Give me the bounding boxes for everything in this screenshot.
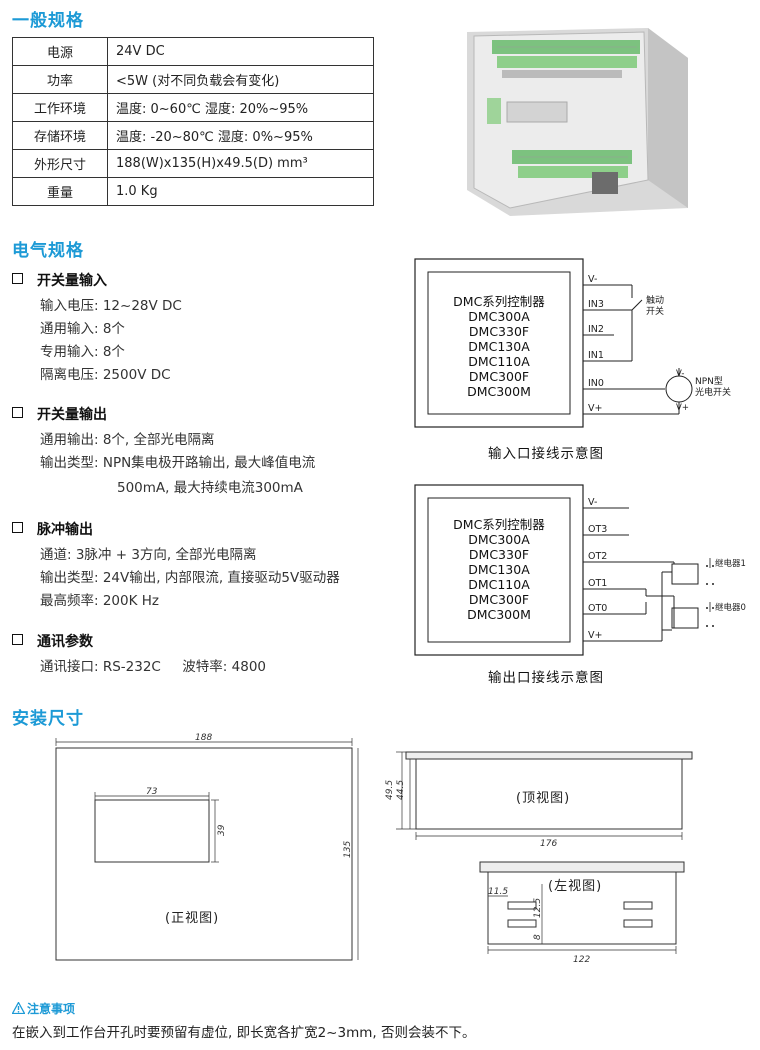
spec-line: 专用输入: 8个: [40, 344, 125, 360]
dim-cutout-width: 73: [146, 787, 158, 797]
pin-label: OT1: [588, 578, 607, 589]
spec-key: 功率: [12, 65, 108, 94]
model-line: DMC330F: [469, 324, 529, 339]
spec-line: 输出类型: 24V输出, 内部限流, 直接驱动5V驱动器: [40, 570, 340, 586]
spec-value: 1.0 Kg: [107, 177, 374, 206]
spec-key: 重量: [12, 177, 108, 206]
install-dim-title: 安装尺寸: [12, 709, 84, 729]
pin-label: OT3: [588, 524, 607, 535]
spec-line: 隔离电压: 2500V DC: [40, 367, 171, 383]
model-line: DMC系列控制器: [453, 517, 545, 532]
model-line: DMC110A: [468, 577, 530, 592]
pin-label: V+: [588, 403, 602, 414]
spec-row: 存储环境温度: -20~80℃ 湿度: 0%~95%: [12, 121, 374, 150]
dim-cutout-height: 39: [217, 824, 227, 836]
model-line: DMC300M: [467, 384, 531, 399]
controller-photo: [467, 28, 688, 216]
input-wiring-diagram: DMC系列控制器 DMC300A DMC330F DMC130A DMC110A…: [414, 258, 731, 428]
output-wiring-diagram: DMC系列控制器 DMC300A DMC330F DMC130A DMC110A…: [414, 484, 746, 656]
model-line: DMC300F: [469, 592, 529, 607]
notice-title: 注意事项: [11, 1000, 75, 1017]
spec-value: 24V DC: [107, 37, 374, 66]
switch-label: 开关: [646, 305, 664, 317]
pin-label: IN0: [588, 378, 604, 389]
spec-key: 存储环境: [12, 121, 108, 150]
dim-left-d3: 8: [533, 934, 543, 940]
electrical-spec-title: 电气规格: [12, 241, 84, 261]
switch-label: 触动: [646, 294, 664, 306]
spec-line: 通用输出: 8个, 全部光电隔离: [40, 432, 215, 448]
left-view-label: (左视图): [548, 879, 602, 894]
model-line: DMC300M: [467, 607, 531, 622]
spec-value: 温度: -20~80℃ 湿度: 0%~95%: [107, 121, 374, 150]
front-view-label: (正视图): [165, 911, 219, 926]
spec-line: 通讯接口: RS-232C 波特率: 4800: [40, 659, 267, 675]
pin-label: V-: [588, 274, 597, 285]
spec-line: 通道: 3脉冲 + 3方向, 全部光电隔离: [40, 547, 257, 563]
spec-key: 电源: [12, 37, 108, 66]
sensor-vminus-label: V-: [676, 369, 684, 379]
model-line: DMC130A: [468, 562, 530, 577]
pin-label: V+: [588, 630, 602, 641]
sensor-vplus-label: V+: [676, 403, 689, 413]
top-view-label: (顶视图): [516, 791, 570, 806]
group-title-pulse-output: 脉冲输出: [12, 519, 93, 539]
spec-line: 输出类型: NPN集电极开路输出, 最大峰值电流: [40, 455, 316, 471]
pin-label: IN3: [588, 299, 604, 310]
pin-label: V-: [588, 497, 597, 508]
dim-front-height: 135: [343, 841, 353, 858]
pin-label: OT2: [588, 551, 607, 562]
spec-line: 输入电压: 12~28V DC: [40, 298, 182, 314]
model-line: DMC110A: [468, 354, 530, 369]
model-line: DMC系列控制器: [453, 294, 545, 309]
dim-left-d1: 11.5: [488, 887, 508, 897]
spec-row: 功率<5W (对不同负载会有变化): [12, 65, 374, 94]
pin-label: IN1: [588, 350, 604, 361]
dim-top-depth2: 44.5: [396, 780, 406, 800]
left-view-drawing: 11.5 12.5 8 122 (左视图): [479, 861, 685, 965]
spec-key: 工作环境: [12, 93, 108, 122]
model-line: DMC330F: [469, 547, 529, 562]
group-title-digital-output: 开关量输出: [12, 404, 107, 424]
input-diagram-caption: 输入口接线示意图: [488, 446, 604, 462]
model-line: DMC300A: [468, 532, 530, 547]
pin-label: OT0: [588, 603, 607, 614]
spec-key: 外形尺寸: [12, 149, 108, 178]
dim-left-width: 122: [573, 955, 590, 965]
model-line: DMC300F: [469, 369, 529, 384]
output-diagram-caption: 输出口接线示意图: [488, 670, 604, 686]
dim-top-depth1: 49.5: [385, 780, 395, 800]
group-title-digital-input: 开关量输入: [12, 270, 107, 290]
notice-text: 在嵌入到工作台开孔时要预留有虚位, 即长宽各扩宽2~3mm, 否则会装不下。: [12, 1025, 476, 1041]
general-spec-title: 一般规格: [12, 11, 84, 31]
top-view-drawing: 49.5 44.5 176 (顶视图): [385, 751, 693, 848]
warning-icon: [11, 1001, 26, 1015]
dim-left-d2: 12.5: [533, 898, 543, 918]
relay0-label: 继电器0: [715, 602, 746, 613]
pin-label: IN2: [588, 324, 604, 335]
spec-value: 188(W)x135(H)x49.5(D) mm³: [107, 149, 374, 178]
sensor-label: NPN型: [695, 376, 723, 387]
spec-line: 通用输入: 8个: [40, 321, 125, 337]
spec-row: 工作环境温度: 0~60℃ 湿度: 20%~95%: [12, 93, 374, 122]
spec-line: 500mA, 最大持续电流300mA: [117, 480, 303, 496]
sensor-label: 光电开关: [695, 386, 731, 398]
model-line: DMC300A: [468, 309, 530, 324]
model-line: DMC130A: [468, 339, 530, 354]
dim-front-width: 188: [195, 733, 212, 743]
spec-value: 温度: 0~60℃ 湿度: 20%~95%: [107, 93, 374, 122]
dim-top-width: 176: [540, 839, 557, 848]
group-title-communication: 通讯参数: [12, 631, 93, 651]
relay1-label: 继电器1: [715, 558, 746, 569]
spec-value: <5W (对不同负载会有变化): [107, 65, 374, 94]
front-view-drawing: 188 73 39 135 (正视图): [55, 733, 359, 961]
spec-line: 最高频率: 200K Hz: [40, 593, 159, 609]
